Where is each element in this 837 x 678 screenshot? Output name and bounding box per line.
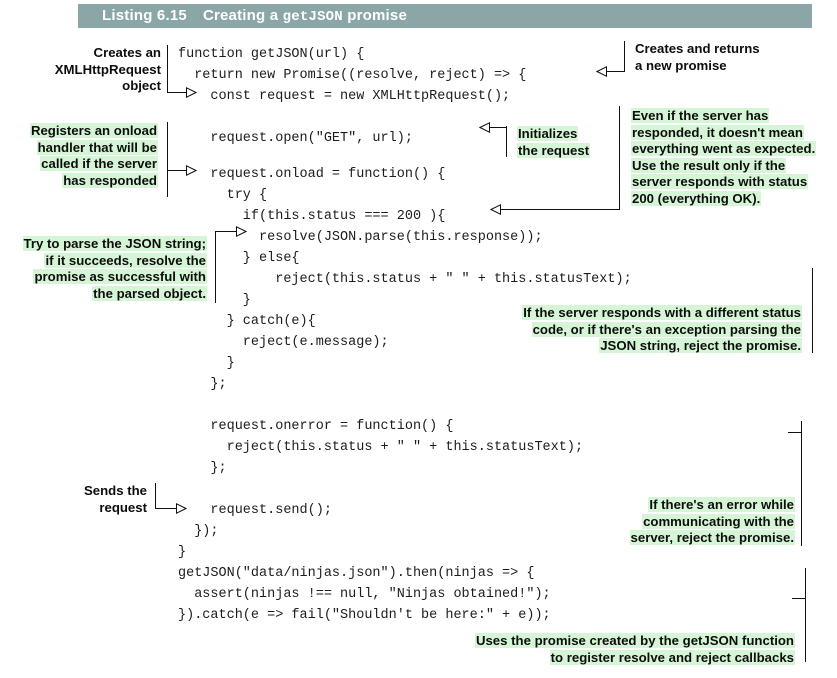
arrow-head-registers-onload — [186, 165, 197, 176]
leader-line-initializes-horizontal — [489, 127, 507, 128]
annotation-even-if-server-line-1: responded, it doesn't mean — [631, 124, 804, 140]
annotation-different-status-line-1: code, or if there's an exception parsing… — [531, 321, 802, 337]
listing-caption-text-after: promise — [342, 7, 408, 24]
arrow-head-initializes — [479, 122, 490, 133]
annotation-creates-xhr: Creates an XMLHttpRequest object — [10, 45, 162, 95]
leader-line-creates-xhr-vertical — [167, 45, 168, 93]
listing-caption-code: getJSON — [282, 9, 343, 25]
annotation-registers-onload-line-3: has responded — [62, 172, 158, 188]
annotation-even-if-server-line-5: 200 (everything OK). — [631, 190, 762, 206]
annotation-sends-request-line-1: request — [99, 499, 147, 515]
annotation-error-communicating: If there's an error while communicating … — [570, 497, 795, 547]
annotation-registers-onload-line-0: Registers an onload — [29, 123, 158, 138]
annotation-uses-promise: Uses the promise created by the getJSON … — [392, 633, 795, 666]
annotation-initializes-request-line-1: the request — [517, 142, 591, 158]
annotation-try-parse-line-1: if it succeeds, resolve the — [44, 252, 207, 268]
listing-caption-text-before: Creating a — [202, 7, 283, 24]
annotation-even-if-server-line-4: server responds with status — [631, 174, 809, 189]
leader-line-even-if-server-horizontal — [500, 209, 620, 210]
leader-line-sends-request-vertical — [155, 483, 156, 509]
annotation-even-if-server-line-3: Use the result only if the — [631, 157, 787, 173]
listing-header-bar: Listing 6.15 Creating a getJSON promise — [78, 4, 812, 28]
leader-bracket-different-status — [812, 268, 813, 353]
annotation-creates-xhr-line-1: XMLHttpRequest — [54, 61, 161, 77]
arrow-head-creates-xhr — [186, 87, 197, 98]
code-block-request-onload: request.onload = function() { try { if(t… — [210, 167, 632, 392]
code-block-getjson-usage: getJSON("data/ninjas.json").then(ninjas … — [178, 566, 551, 623]
annotation-creates-returns-line-0: Creates and returns — [635, 41, 760, 56]
leader-bracket-uses-promise-tick — [792, 598, 806, 599]
annotation-even-if-server-line-2: everything went as expected. — [631, 141, 817, 156]
annotation-different-status-line-0: If the server responds with a different … — [522, 305, 802, 320]
leader-line-initializes-vertical — [506, 126, 507, 157]
annotation-initializes-request: Initializes the request — [517, 126, 637, 159]
code-block-function-header: function getJSON(url) { return new Promi… — [178, 47, 527, 104]
annotation-sends-request: Sends the request — [38, 483, 148, 516]
annotation-different-status-line-2: JSON string, reject the promise. — [599, 338, 802, 353]
leader-line-creates-returns-vertical — [624, 41, 625, 72]
leader-line-try-parse-horizontal — [215, 231, 237, 232]
leader-bracket-error-communicating-vertical — [801, 421, 802, 546]
annotation-uses-promise-line-0: Uses the promise created by the getJSON … — [474, 633, 795, 648]
listing-caption: Listing 6.15 Creating a getJSON promise — [102, 7, 407, 25]
leader-line-even-if-server-vertical — [619, 106, 620, 209]
leader-line-registers-onload-vertical — [167, 122, 168, 197]
annotation-creates-returns-line-1: a new promise — [635, 57, 727, 73]
annotation-even-if-server-line-0: Even if the server has — [631, 108, 770, 123]
annotation-registers-onload: Registers an onload handler that will be… — [6, 123, 158, 189]
arrow-head-sends-request — [176, 503, 187, 514]
code-block-request-send: request.send(); }); } — [178, 503, 332, 560]
annotation-registers-onload-line-2: called if the server — [40, 156, 158, 171]
annotation-registers-onload-line-1: handler that will be — [36, 139, 158, 155]
code-block-request-onerror: request.onerror = function() { reject(th… — [210, 419, 584, 476]
leader-bracket-uses-promise-vertical — [805, 568, 806, 662]
annotation-try-parse-line-2: promise as successful with — [33, 269, 207, 284]
annotation-creates-xhr-line-2: object — [122, 78, 161, 93]
annotation-error-communicating-line-0: If there's an error while — [648, 497, 795, 512]
annotation-uses-promise-line-1: to register resolve and reject callbacks — [549, 649, 795, 665]
leader-line-registers-onload-horizontal — [167, 170, 187, 171]
annotation-try-parse-line-3: the parsed object. — [92, 285, 207, 301]
listing-caption-number: Listing 6.15 — [102, 7, 187, 24]
annotation-creates-xhr-line-0: Creates an — [93, 45, 161, 60]
arrow-head-try-parse — [236, 226, 247, 237]
annotation-different-status: If the server responds with a different … — [447, 305, 802, 355]
annotation-even-if-server: Even if the server has responded, it doe… — [631, 108, 831, 207]
annotation-error-communicating-line-1: communicating with the — [642, 513, 795, 529]
arrow-head-creates-returns — [596, 66, 607, 77]
code-block-request-open: request.open("GET", url); — [178, 131, 413, 146]
annotation-sends-request-line-0: Sends the — [83, 483, 147, 498]
leader-bracket-error-communicating-tick — [788, 432, 802, 433]
leader-line-creates-returns-horizontal — [606, 71, 625, 72]
leader-line-try-parse-vertical — [215, 231, 216, 303]
annotation-error-communicating-line-2: server, reject the promise. — [629, 530, 795, 545]
annotation-initializes-request-line-0: Initializes — [517, 126, 579, 141]
annotation-creates-returns: Creates and returns a new promise — [634, 41, 829, 74]
annotation-try-parse-line-0: Try to parse the JSON string; — [22, 236, 207, 251]
leader-line-sends-request-horizontal — [155, 508, 177, 509]
annotation-try-parse: Try to parse the JSON string; if it succ… — [4, 236, 207, 302]
leader-line-creates-xhr-horizontal — [167, 92, 187, 93]
arrow-head-even-if-server — [490, 204, 501, 215]
